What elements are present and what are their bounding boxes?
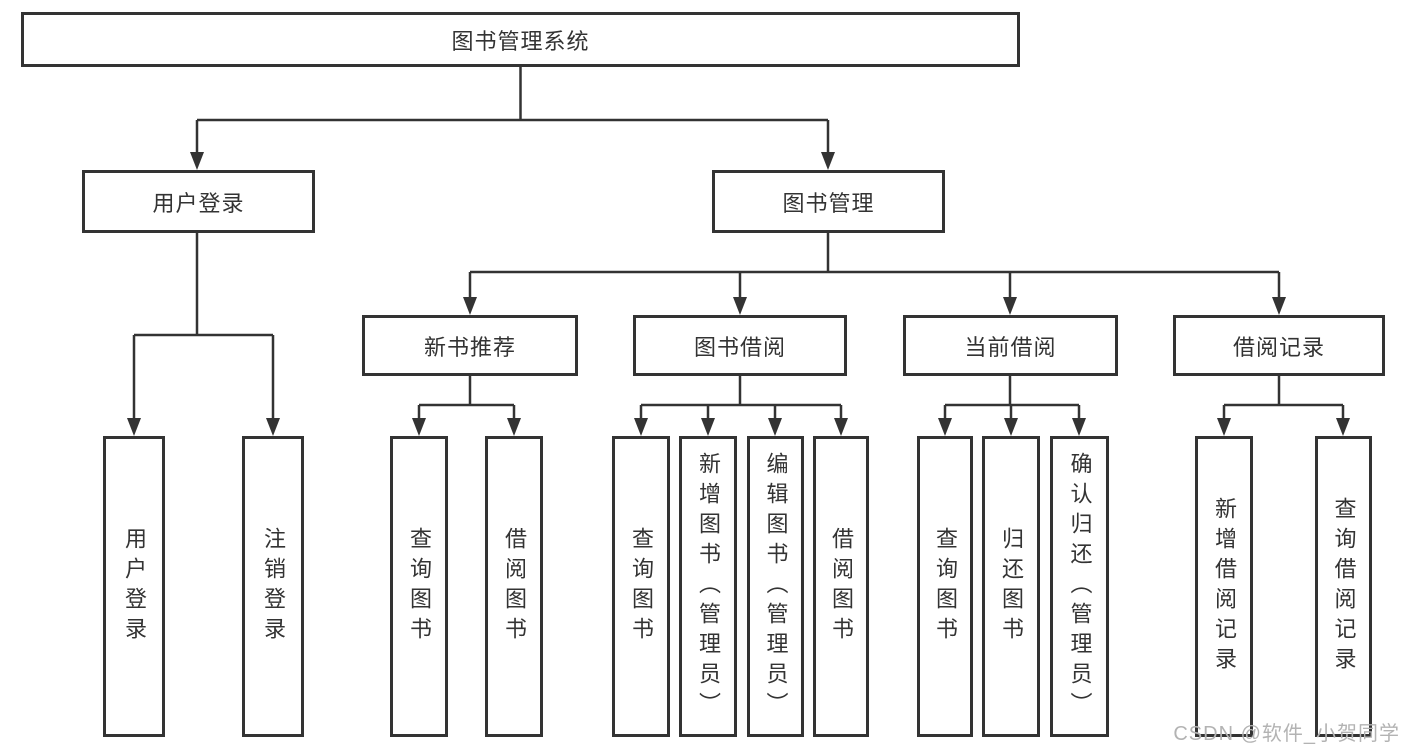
leaf-borrow-books: 借阅图书 xyxy=(813,436,869,737)
node-user-login: 用户登录 xyxy=(82,170,315,233)
leaf-label: 新增图书（管理员） xyxy=(696,451,721,722)
csdn-watermark: CSDN @软件_小贺同学 xyxy=(1173,723,1400,745)
node-label: 图书管理系统 xyxy=(451,28,590,54)
leaf-label: 确认归还（管理员） xyxy=(1067,451,1093,722)
leaf-label: 注销登录 xyxy=(261,526,286,647)
leaf-label: 用户登录 xyxy=(122,526,147,647)
leaf-label: 查询借阅记录 xyxy=(1331,496,1357,677)
node-book-borrow: 图书借阅 xyxy=(633,315,847,376)
node-label: 图书管理 xyxy=(782,190,875,216)
node-label: 新书推荐 xyxy=(423,334,516,360)
leaf-label: 编辑图书（管理员） xyxy=(763,451,789,722)
node-book-management: 图书管理 xyxy=(712,170,945,233)
leaf-label: 查询图书 xyxy=(629,526,654,647)
leaf-query-books-recommend: 查询图书 xyxy=(390,436,448,737)
leaf-label: 查询图书 xyxy=(407,526,432,647)
node-label: 借阅记录 xyxy=(1232,334,1325,360)
leaf-label: 借阅图书 xyxy=(502,526,527,647)
node-label: 用户登录 xyxy=(152,190,245,216)
node-label: 图书借阅 xyxy=(693,334,786,360)
leaf-user-login: 用户登录 xyxy=(103,436,165,737)
leaf-add-books-admin: 新增图书（管理员） xyxy=(679,436,737,737)
leaf-query-borrow-record: 查询借阅记录 xyxy=(1315,436,1372,737)
leaf-borrow-books-recommend: 借阅图书 xyxy=(485,436,543,737)
node-current-borrow: 当前借阅 xyxy=(903,315,1118,376)
leaf-confirm-return-admin: 确认归还（管理员） xyxy=(1050,436,1109,737)
leaf-label: 借阅图书 xyxy=(829,526,854,647)
leaf-label: 归还图书 xyxy=(999,526,1024,647)
leaf-query-books-borrow: 查询图书 xyxy=(612,436,670,737)
leaf-return-books: 归还图书 xyxy=(982,436,1040,737)
leaf-logout: 注销登录 xyxy=(242,436,304,737)
node-label: 当前借阅 xyxy=(964,334,1057,360)
leaf-label: 新增借阅记录 xyxy=(1212,496,1237,677)
leaf-edit-books-admin: 编辑图书（管理员） xyxy=(747,436,804,737)
node-library-management-system: 图书管理系统 xyxy=(21,12,1020,67)
leaf-query-books-current: 查询图书 xyxy=(917,436,973,737)
node-borrow-records: 借阅记录 xyxy=(1173,315,1385,376)
leaf-add-borrow-record: 新增借阅记录 xyxy=(1195,436,1253,737)
node-new-book-recommend: 新书推荐 xyxy=(362,315,578,376)
leaf-label: 查询图书 xyxy=(933,526,958,647)
